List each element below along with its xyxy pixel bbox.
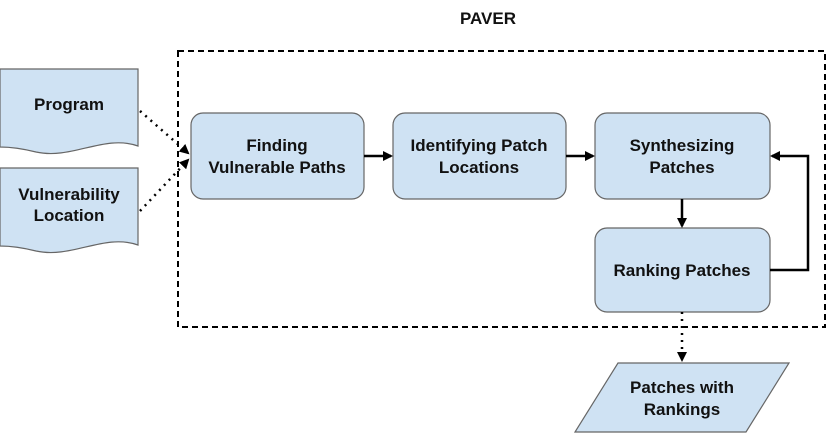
input-program-shape xyxy=(0,68,139,155)
output-patches-with-rankings: Patches with Rankings xyxy=(573,362,791,433)
input-program: Program xyxy=(0,68,139,155)
step-synthesizing-line2: Patches xyxy=(649,158,714,177)
input-vulnerability-location-line2: Location xyxy=(34,206,105,225)
input-vulnerability-location-line1: Vulnerability xyxy=(18,185,120,204)
step-identifying-box xyxy=(392,112,567,200)
vulnloc-to-finding-arrow xyxy=(139,158,190,212)
step-synthesizing-line1: Synthesizing xyxy=(630,136,735,155)
step-finding-line1: Finding xyxy=(246,136,307,155)
program-to-finding-arrow xyxy=(139,110,190,155)
step-ranking-patches: Ranking Patches xyxy=(594,227,771,313)
step-ranking-label: Ranking Patches xyxy=(614,261,751,280)
step-finding-line2: Vulnerable Paths xyxy=(208,158,345,177)
step-synthesizing-box xyxy=(594,112,771,200)
ranking-feedback-arrow xyxy=(770,151,810,272)
step-synthesizing-patches: Synthesizing Patches xyxy=(594,112,771,200)
input-program-label: Program xyxy=(34,95,104,114)
output-shape xyxy=(573,362,791,433)
input-vulnerability-location: Vulnerability Location xyxy=(0,167,139,254)
step-identifying-patch-locations: Identifying Patch Locations xyxy=(392,112,567,200)
output-line1: Patches with xyxy=(630,378,734,397)
diagram-title: PAVER xyxy=(460,9,516,28)
output-line2: Rankings xyxy=(644,400,721,419)
step-identifying-line1: Identifying Patch xyxy=(411,136,548,155)
step-finding-box xyxy=(190,112,365,200)
step-identifying-line2: Locations xyxy=(439,158,519,177)
input-vulnerability-location-shape xyxy=(0,167,139,254)
paver-boundary xyxy=(177,50,826,328)
step-finding-vulnerable-paths: Finding Vulnerable Paths xyxy=(190,112,365,200)
